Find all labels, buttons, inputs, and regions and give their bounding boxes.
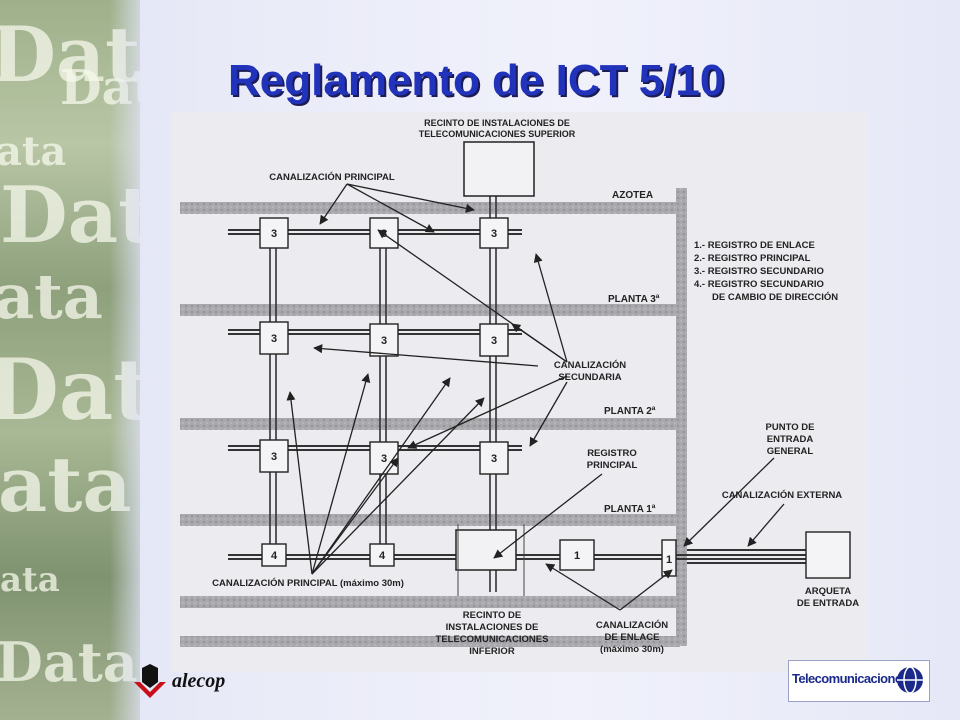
slab-floor2 [180,418,680,430]
link-duct-label-line3: (máximo 30m) [600,644,664,655]
register-number: 3 [491,453,497,465]
lower-room-label-line3: TELECOMUNICACIONES [436,634,549,645]
register-number: 3 [381,453,387,465]
diagram-canvas: RECINTO DE INSTALACIONES DE TELECOMUNICA… [180,118,859,657]
secondary-register [259,439,289,473]
watermark-text: ata [0,260,103,333]
register-number: 1 [574,550,580,562]
alecop-logo: alecop [128,660,248,704]
slab-floor3 [180,304,680,316]
floor-name-roof: AZOTEA [612,190,653,201]
entry-point-label-line1: PUNTO DE [766,422,815,433]
building-wall [676,188,687,646]
main-register-label-line1: REGISTRO [587,448,637,459]
main-duct-bottom-label: CANALIZACIÓN PRINCIPAL (máximo 30m) [212,577,404,589]
slab-ground [180,596,680,608]
ict-building-diagram: RECINTO DE INSTALACIONES DE TELECOMUNICA… [172,112,868,672]
secondary-duct-label-line2: SECUNDARIA [558,372,621,383]
main-register-label-line2: PRINCIPAL [587,460,638,471]
legend-item: 1.- REGISTRO DE ENLACE [694,240,815,251]
register-number: 1 [666,554,672,566]
slide-title: Reglamento de ICT 5/10 [228,56,725,105]
entry-point-label-line2: ENTRADA [767,434,814,445]
floor-names: AZOTEA PLANTA 3ª PLANTA 2ª PLANTA 1ª [604,190,660,515]
annotations: CANALIZACIÓN PRINCIPAL CANALIZACIÓN SECU… [212,171,859,657]
external-duct-label: CANALIZACIÓN EXTERNA [722,489,842,501]
direction-change-register [261,543,287,567]
telecomunicaciones-wordmark: Telecomunicaciones [792,671,909,686]
telecomunicaciones-logo: Telecomunicaciones [788,660,930,702]
lower-room-label-line2: INSTALACIONES DE [446,622,539,633]
floor-name-floor3: PLANTA 3ª [608,294,660,305]
link-register [559,539,595,571]
register-number: 3 [271,228,277,240]
lower-room-label-line4: INFERIOR [469,646,515,657]
watermark-text: Data [0,340,140,439]
secondary-register [259,321,289,355]
background-watermark-band: Data Data ata Data ata Data ata ata Data [0,0,140,720]
upper-room-label-line1: RECINTO DE INSTALACIONES DE [424,118,570,128]
alecop-wordmark: alecop [172,670,226,692]
legend-item: DE CAMBIO DE DIRECCIÓN [712,291,838,303]
alecop-emblem-icon [134,664,166,698]
register-number: 3 [271,333,277,345]
watermark-text: Data [60,60,140,116]
floor-name-floor1: PLANTA 1ª [604,504,656,515]
watermark-text: Data [0,170,140,261]
link-duct-label-line2: DE ENLACE [605,632,660,643]
secondary-register [369,323,399,357]
legend-item: 3.- REGISTRO SECUNDARIO [694,266,824,277]
secondary-register [479,441,509,475]
entry-box-label-line1: ARQUETA [805,586,851,597]
legend-item: 4.- REGISTRO SECUNDARIO [694,279,824,290]
floor-name-floor2: PLANTA 2ª [604,406,656,417]
slab-foundation [180,636,680,647]
watermark-text: ata [0,560,60,600]
entry-point-label-line3: GENERAL [767,446,814,457]
register-number: 3 [271,451,277,463]
main-duct-top-label: CANALIZACIÓN PRINCIPAL [269,171,395,183]
upper-telecom-room [463,141,535,197]
register-number: 4 [271,550,278,562]
direction-change-register [369,543,395,567]
legend: 1.- REGISTRO DE ENLACE 2.- REGISTRO PRIN… [694,240,838,303]
register-number: 3 [491,335,497,347]
secondary-duct-label-line1: CANALIZACIÓN [554,359,626,371]
vertical-risers [269,192,497,592]
register-number: 3 [491,228,497,240]
link-duct-label-line1: CANALIZACIÓN [596,619,668,631]
slab-floor1 [180,514,680,526]
secondary-register [479,217,509,249]
register-number: 4 [379,550,386,562]
entry-box-label-line2: DE ENTRADA [797,598,859,609]
upper-room-label-line2: TELECOMUNICACIONES SUPERIOR [419,129,576,139]
watermark-text: Data [0,630,138,694]
register-number: 3 [381,335,387,347]
secondary-register [259,217,289,249]
telecom-globe-icon [897,666,923,694]
watermark-text: ata [0,440,132,529]
pointer-arrows [286,183,785,611]
secondary-register [479,323,509,357]
watermark-text: ata [0,128,67,175]
legend-item: 2.- REGISTRO PRINCIPAL [694,253,811,264]
lower-room-label-line1: RECINTO DE [463,610,521,621]
lower-telecom-room [455,529,517,571]
entry-box [805,531,851,579]
slab-roof [180,202,680,214]
